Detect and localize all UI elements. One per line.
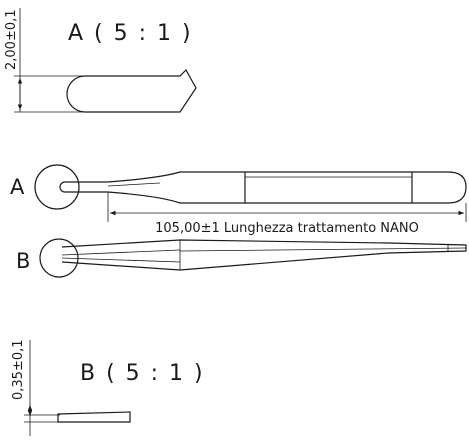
tweezer-top-outline (59, 171, 467, 204)
tweezer-top-inner-line (107, 182, 161, 187)
detail-a-title: A ( 5 : 1 ) (68, 21, 193, 46)
tweezer-side-outline (61, 239, 467, 271)
label-a: A (10, 175, 25, 199)
detail-a-circle (34, 164, 80, 210)
detail-b-dim-text: 0,35±0,1 (11, 339, 26, 400)
length-dim-text: 105,00±1 Lunghezza trattamento NANO (155, 221, 419, 236)
tweezer-side-upper-inner (61, 249, 181, 256)
detail-b-tip-outline (57, 411, 131, 423)
detail-b-circle (39, 238, 79, 278)
detail-a-dim-text: 2,00±0,1 (4, 9, 19, 70)
tweezer-side-lower-inner (61, 257, 181, 263)
detail-a: A ( 5 : 1 ) 2,00±0,1 (4, 8, 197, 113)
label-b: B (16, 249, 30, 273)
detail-a-tip-outline (66, 69, 197, 113)
tweezer-side-centerline (179, 247, 467, 252)
detail-b: B ( 5 : 1 ) 0,35±0,1 (11, 339, 205, 436)
detail-b-title: B ( 5 : 1 ) (80, 361, 205, 386)
top-view: A 105,00±1 Lunghezza trattamento NANO (10, 164, 467, 236)
side-view: B (16, 238, 467, 278)
